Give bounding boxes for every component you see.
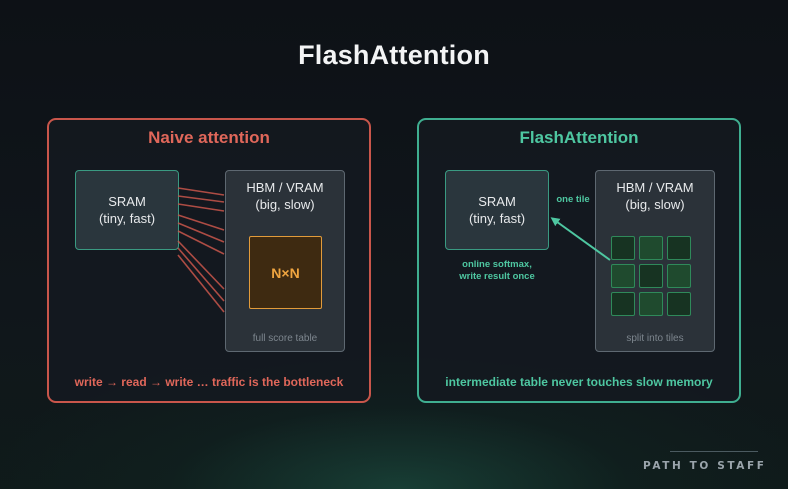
tile: [667, 292, 691, 316]
tile: [611, 264, 635, 288]
flash-hbm-footer: split into tiles: [626, 333, 684, 344]
flashattention-panel: FlashAttention SRAM (tiny, fast) online …: [417, 118, 741, 403]
tile: [639, 292, 663, 316]
brand-label: PATH TO STAFF: [643, 460, 767, 472]
naive-hbm-sublabel: (big, slow): [255, 197, 315, 212]
nxn-score-matrix: N×N: [249, 236, 322, 309]
flash-sram-box: SRAM (tiny, fast): [445, 170, 549, 250]
sram-note: online softmax, write result once: [429, 259, 565, 283]
sram-note-line1: online softmax,: [462, 259, 532, 270]
traffic-line: [177, 195, 225, 203]
traffic-line: [177, 187, 225, 196]
naive-sram-label: SRAM: [108, 194, 146, 209]
naive-hbm-box: HBM / VRAM (big, slow) N×N full score ta…: [225, 170, 345, 352]
tile: [667, 236, 691, 260]
naive-caption: write → read → write … traffic is the bo…: [74, 375, 344, 389]
flash-hbm-label-group: HBM / VRAM (big, slow): [596, 179, 714, 213]
traffic-line: [177, 230, 225, 255]
tile: [667, 264, 691, 288]
tile: [611, 292, 635, 316]
naive-sram-sublabel: (tiny, fast): [98, 211, 156, 226]
traffic-line: [177, 203, 225, 212]
flash-panel-title: FlashAttention: [519, 128, 639, 147]
naive-attention-panel: Naive attention SRAM (tiny, fast) HBM / …: [47, 118, 371, 403]
flash-hbm-label: HBM / VRAM: [616, 180, 694, 195]
brand-divider: [670, 451, 758, 452]
flash-sram-sublabel: (tiny, fast): [468, 211, 526, 226]
traffic-line: [177, 254, 225, 313]
tile: [639, 236, 663, 260]
tile: [639, 264, 663, 288]
traffic-line: [177, 222, 225, 243]
arrow-label: one tile: [556, 194, 590, 205]
tile-grid: [611, 236, 691, 316]
naive-panel-title: Naive attention: [148, 128, 270, 147]
tile: [611, 236, 635, 260]
flash-sram-label: SRAM: [478, 194, 516, 209]
nxn-label: N×N: [271, 264, 300, 281]
naive-hbm-label: HBM / VRAM: [246, 180, 324, 195]
traffic-lines: [177, 187, 225, 313]
tile-to-sram-arrow: [550, 217, 611, 261]
flash-hbm-sublabel: (big, slow): [625, 197, 685, 212]
naive-hbm-label-group: HBM / VRAM (big, slow): [226, 179, 344, 213]
traffic-line: [177, 240, 225, 290]
page-title: FlashAttention: [298, 40, 490, 70]
naive-sram-box: SRAM (tiny, fast): [75, 170, 179, 250]
flash-caption: intermediate table never touches slow me…: [445, 375, 713, 389]
traffic-line: [177, 247, 225, 302]
traffic-line: [177, 214, 225, 231]
sram-note-line2: write result once: [459, 271, 535, 282]
flash-hbm-box: HBM / VRAM (big, slow) split into tiles: [595, 170, 715, 352]
naive-hbm-footer: full score table: [252, 333, 318, 344]
